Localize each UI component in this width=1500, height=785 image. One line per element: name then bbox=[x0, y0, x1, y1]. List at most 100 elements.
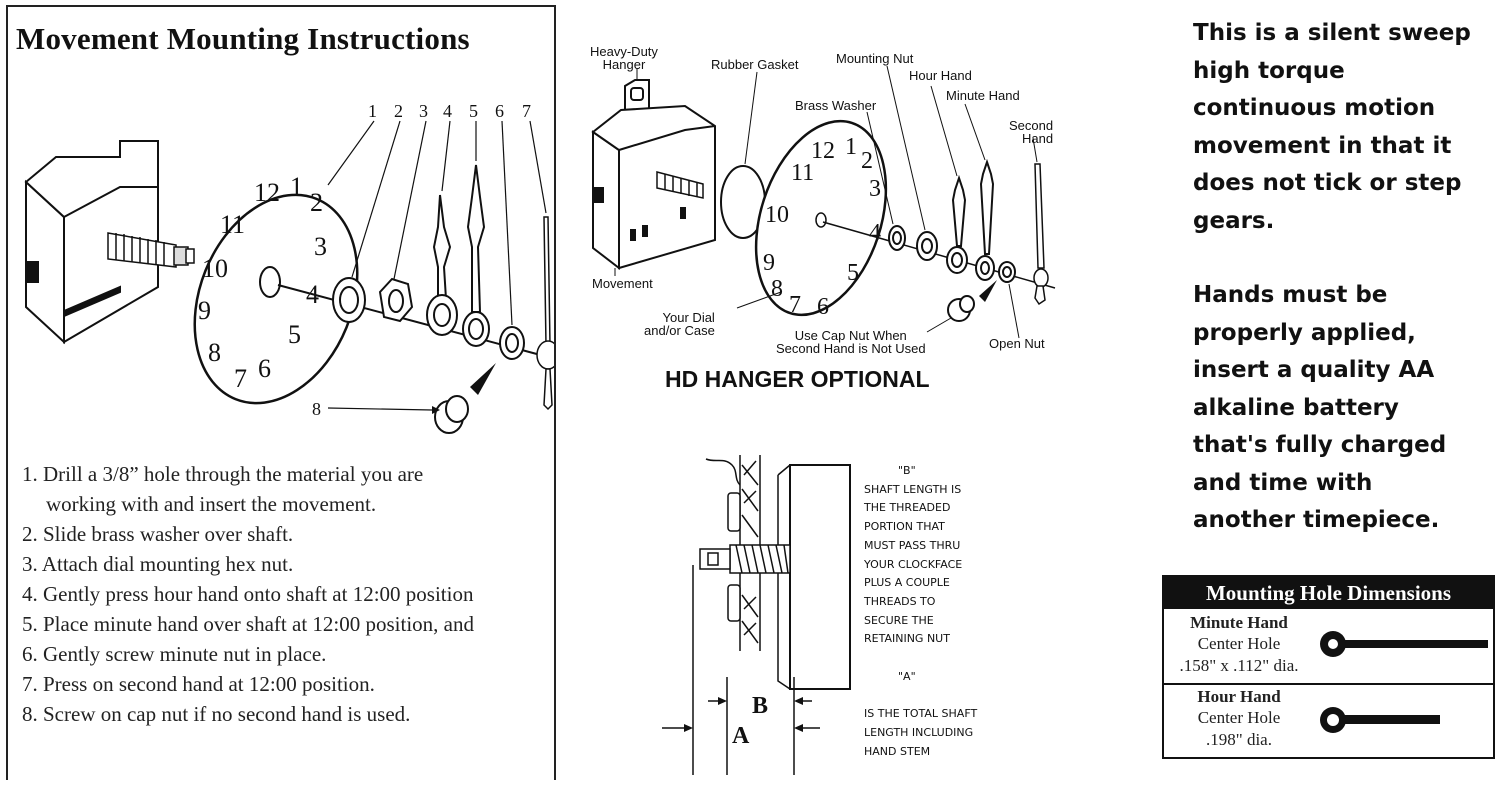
dial-numeral: 10 bbox=[765, 202, 789, 228]
description-line: movement in that it bbox=[1193, 132, 1452, 159]
dial-numeral: 7 bbox=[234, 364, 247, 393]
hd-leader-lines bbox=[614, 65, 1038, 339]
leader-lines bbox=[327, 120, 547, 326]
dial-numeral: 1 bbox=[290, 172, 303, 201]
mounting-hole-dimensions-table: Mounting Hole Dimensions Minute Hand Cen… bbox=[1162, 575, 1495, 759]
hour-hand-icon bbox=[1320, 707, 1440, 733]
dimensions-row-title: Minute Hand bbox=[1190, 613, 1288, 632]
note-line: SECURE THE bbox=[864, 613, 934, 627]
dial-numeral: 5 bbox=[288, 320, 301, 349]
instruction-steps: 1. Drill a 3/8” hole through the materia… bbox=[22, 459, 474, 729]
dial-numeral: 10 bbox=[202, 254, 228, 283]
label-rubber-gasket: Rubber Gasket bbox=[711, 57, 799, 72]
left-panel-title: Movement Mounting Instructions bbox=[16, 21, 470, 56]
part-number: 7 bbox=[522, 101, 531, 121]
label-line: Second bbox=[1009, 118, 1054, 133]
label-line: Second Hand is Not Used bbox=[776, 341, 926, 356]
dial-numeral: 6 bbox=[258, 354, 271, 383]
description-line: gears. bbox=[1193, 207, 1275, 234]
hex-nut bbox=[378, 277, 414, 323]
dimensions-row-minute-hand: Minute Hand Center Hole .158" x .112" di… bbox=[1164, 611, 1493, 683]
dial-numeral: 9 bbox=[763, 250, 775, 276]
instruction-step: 2. Slide brass washer over shaft. bbox=[22, 522, 294, 546]
label-second-hand: Second Hand bbox=[1009, 119, 1053, 145]
description-line: Hands must be bbox=[1193, 282, 1388, 308]
note-line: SHAFT LENGTH IS bbox=[864, 482, 962, 496]
dial-numeral: 2 bbox=[310, 188, 323, 217]
movement-description: This is a silent sweep high torque conti… bbox=[1193, 15, 1471, 540]
label-line: Hanger bbox=[602, 57, 646, 72]
dial-numeral: 3 bbox=[869, 176, 881, 202]
label-minute-hand: Minute Hand bbox=[946, 88, 1020, 103]
minute-nut bbox=[499, 326, 525, 360]
hd-exploded-diagram: 12 1 2 3 4 5 6 7 8 9 10 11 bbox=[591, 65, 1056, 339]
hd-hanger-optional-caption: HD HANGER OPTIONAL bbox=[665, 366, 930, 392]
exploded-movement-diagram: 12 1 2 3 4 5 6 7 8 9 10 11 bbox=[24, 101, 554, 434]
instruction-step: 5. Place minute hand over shaft at 12:00… bbox=[22, 612, 474, 636]
label-mounting-nut: Mounting Nut bbox=[836, 51, 914, 66]
description-line: continuous motion bbox=[1193, 95, 1436, 121]
left-dial: 12 1 2 3 4 5 6 7 8 9 10 11 bbox=[193, 172, 359, 405]
dial-numeral: 12 bbox=[254, 178, 280, 207]
note-line bbox=[864, 649, 977, 668]
shaft-notes: "B" SHAFT LENGTH IS THE THREADED PORTION… bbox=[864, 462, 977, 761]
dimensions-header: Mounting Hole Dimensions bbox=[1164, 577, 1493, 609]
note-line: PLUS A COUPLE bbox=[864, 576, 950, 590]
dimension-letter-a: A bbox=[732, 723, 750, 749]
minute-hand-icon bbox=[1320, 631, 1488, 657]
shaft-length-diagram: B A bbox=[662, 455, 851, 775]
part-number: 3 bbox=[419, 101, 428, 121]
minute-hand bbox=[462, 164, 490, 347]
dimensions-row-line: Center Hole bbox=[1197, 634, 1281, 653]
part-number: 4 bbox=[443, 101, 452, 121]
label-hour-hand: Hour Hand bbox=[909, 68, 972, 83]
hd-shaft bbox=[656, 171, 704, 199]
dimensions-label: Minute Hand Center Hole .158" x .112" di… bbox=[1164, 613, 1314, 677]
dial-numeral: 4 bbox=[869, 220, 881, 246]
dial-numeral: 1 bbox=[845, 134, 857, 160]
label-line: Your Dial bbox=[662, 310, 715, 325]
note-line: YOUR CLOCKFACE bbox=[864, 557, 963, 571]
instruction-step: 3. Attach dial mounting hex nut. bbox=[22, 552, 294, 576]
hd-hour-hand bbox=[946, 174, 968, 274]
second-hand bbox=[536, 216, 554, 411]
description-line: that's fully charged bbox=[1193, 432, 1447, 458]
description-line: does not tick or step bbox=[1193, 170, 1462, 196]
dial-numeral: 6 bbox=[817, 294, 829, 320]
dimension-letter-b: B bbox=[752, 693, 768, 719]
label-line: and/or Case bbox=[644, 323, 715, 338]
instruction-step: 8. Screw on cap nut if no second hand is… bbox=[22, 702, 411, 726]
movement-box bbox=[24, 140, 159, 345]
left-instruction-panel: Movement Mounting Instructions 12 1 2 3 bbox=[6, 5, 556, 780]
instruction-step: working with and insert the movement. bbox=[46, 492, 377, 516]
note-line bbox=[864, 686, 977, 705]
instruction-step: 6. Gently screw minute nut in place. bbox=[22, 642, 327, 666]
dial-numeral: 11 bbox=[220, 210, 245, 239]
part-number: 5 bbox=[469, 101, 478, 121]
note-line: HAND STEM bbox=[864, 744, 931, 758]
label-line: Hand bbox=[1022, 131, 1054, 146]
part-number: 2 bbox=[394, 101, 403, 121]
dial-numeral: 12 bbox=[811, 138, 835, 164]
description-line: properly applied, bbox=[1193, 319, 1416, 346]
label-movement: Movement bbox=[592, 276, 653, 291]
instruction-step: 4. Gently press hour hand onto shaft at … bbox=[22, 582, 474, 606]
hd-second-hand bbox=[1033, 163, 1049, 306]
hour-hand bbox=[426, 194, 458, 336]
dimensions-row-line: Center Hole bbox=[1197, 708, 1281, 727]
cap-nut-arrow bbox=[470, 363, 496, 395]
hd-cap-nut bbox=[947, 295, 975, 322]
dial-numeral: 8 bbox=[771, 276, 783, 302]
label-line: Heavy-Duty bbox=[590, 44, 658, 59]
label-line: Use Cap Nut When bbox=[794, 328, 907, 343]
note-line: IS THE TOTAL SHAFT bbox=[864, 707, 978, 721]
dial-numeral: 9 bbox=[198, 296, 211, 325]
dimensions-row-title: Hour Hand bbox=[1197, 687, 1281, 706]
hd-dial: 12 1 2 3 4 5 6 7 8 9 10 11 bbox=[754, 119, 888, 320]
cap-nut bbox=[434, 395, 469, 434]
dial-numeral: 7 bbox=[789, 292, 801, 318]
label-brass-washer: Brass Washer bbox=[795, 98, 877, 113]
note-line: THE THREADED bbox=[864, 501, 951, 515]
note-line: MUST PASS THRU bbox=[864, 538, 961, 552]
part-number: 1 bbox=[368, 101, 377, 121]
